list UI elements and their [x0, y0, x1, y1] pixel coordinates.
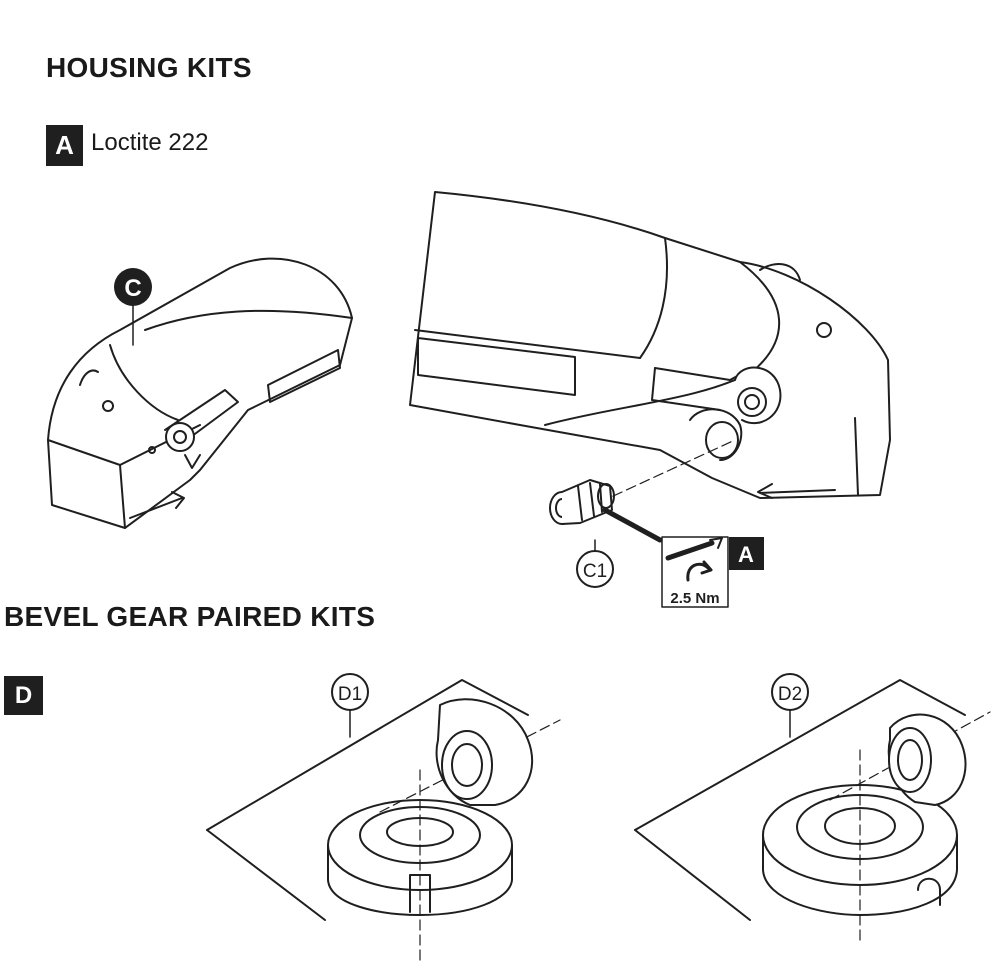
large-housing-drawing [409, 191, 891, 499]
loctite-label: Loctite 222 [91, 129, 209, 156]
d1-gear-pair-drawing [206, 679, 561, 961]
bevel-gear-kits-title: BEVEL GEAR PAIRED KITS [4, 601, 376, 632]
torque-value: 2.5 Nm [670, 590, 719, 607]
wrench-icon [665, 540, 715, 561]
callout-d1: D1 [331, 673, 369, 711]
torque-box [661, 536, 729, 608]
housing-kits-title: HOUSING KITS [46, 52, 252, 83]
section-d-badge: D [4, 676, 43, 715]
svg-text:C1: C1 [583, 561, 607, 582]
callout-d2: D2 [771, 673, 809, 711]
small-housing-drawing [47, 257, 353, 529]
svg-text:A: A [738, 542, 754, 567]
rotate-arrow-icon [686, 562, 710, 582]
torque-badge: A [729, 537, 764, 570]
d2-gear-pair-drawing [634, 679, 991, 946]
callout-c: C [114, 268, 152, 306]
svg-text:D2: D2 [778, 684, 802, 705]
c1-part-drawing [549, 479, 615, 525]
svg-text:D1: D1 [338, 684, 362, 705]
loctite-badge: A [46, 125, 83, 166]
svg-text:C: C [124, 275, 141, 302]
callout-c1: C1 [576, 550, 614, 588]
